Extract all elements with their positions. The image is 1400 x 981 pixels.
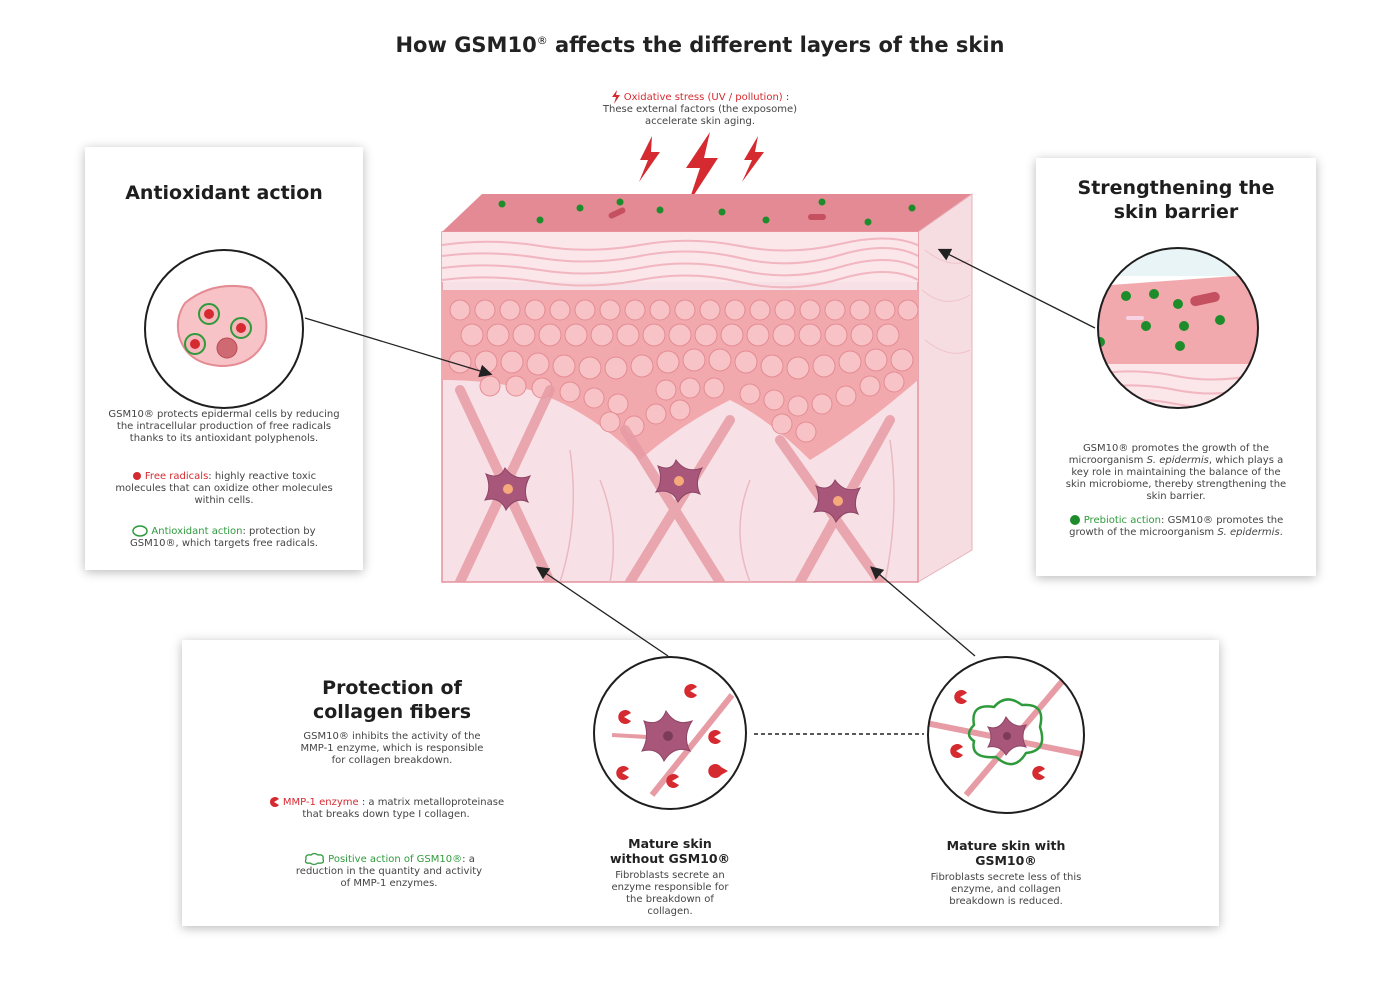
skin-barrier-card: Strengthening the skin barrier GSM10® pr…: [1036, 158, 1316, 576]
mmp-enzyme-icon: [684, 684, 697, 698]
without-gsm10-zoom-circle: [593, 656, 747, 810]
mmp-enzyme-icon: [1032, 766, 1045, 780]
prebiotic-legend: Prebiotic action: GSM10® promotes the gr…: [1069, 515, 1284, 538]
mmp-enzyme-icon: [616, 766, 629, 780]
skin-barrier-description: GSM10® promotes the growth of the microo…: [1065, 443, 1287, 502]
skin-surface: [442, 194, 972, 232]
arrow-with: [870, 566, 976, 657]
skin-barrier-heading: Strengthening the skin barrier: [1077, 177, 1275, 223]
skin-cross-section: [441, 193, 973, 583]
free-radical-icon: [204, 309, 214, 319]
positive-action-legend: Positive action of GSM10®: a reduction i…: [295, 852, 483, 889]
mmp-enzyme-icon: [666, 774, 679, 788]
antioxidant-heading: Antioxidant action: [125, 182, 323, 204]
oxidative-stress-note: Oxidative stress (UV / pollution) : Thes…: [602, 90, 798, 127]
antioxidant-zoom-circle: [144, 249, 304, 409]
skin-barrier-zoom-circle: [1097, 247, 1259, 409]
prebiotic-dot-icon: [1069, 515, 1080, 525]
mmp-enzyme-icon: [708, 730, 721, 744]
without-gsm10-title: Mature skin without GSM10®: [609, 836, 731, 866]
antioxidant-card: Antioxidant action GSM10® protects epide…: [85, 147, 363, 570]
arrow-without: [535, 566, 669, 657]
free-radicals-legend: Free radicals: highly reactive toxic mol…: [115, 471, 333, 506]
lightning-icon: [686, 132, 718, 204]
comparison-connector: [754, 733, 924, 735]
with-gsm10-zoom-circle: [927, 656, 1085, 814]
mmp-enzyme-icon: [954, 690, 967, 704]
collagen-heading: Protection of collagen fibers: [312, 677, 472, 723]
lightning-icon: [742, 136, 764, 182]
gsm10-shield-icon: [305, 852, 325, 866]
cell-nucleus: [216, 337, 238, 359]
page-title: How GSM10® affects the different layers …: [395, 33, 1005, 57]
collagen-description: GSM10® inhibits the activity of the MMP-…: [300, 731, 484, 766]
antioxidant-legend: Antioxidant action: protection by GSM10®…: [130, 525, 318, 549]
arrow-antioxidant: [304, 317, 493, 378]
free-radical-icon: [190, 339, 200, 349]
without-gsm10-description: Fibroblasts secrete an enzyme responsibl…: [611, 870, 729, 917]
antioxidant-ring-icon: [132, 525, 149, 537]
lightning-icon: [611, 90, 620, 104]
with-gsm10-title: Mature skin with GSM10®: [946, 838, 1066, 868]
collagen-card: Protection of collagen fibers GSM10® inh…: [182, 640, 1219, 926]
lightning-icon: [639, 136, 660, 182]
mmp-enzyme-icon: [618, 710, 631, 724]
free-radical-icon: [236, 323, 246, 333]
free-radical-icon: [132, 472, 141, 480]
mmp-enzyme-icon: [269, 797, 279, 807]
mmp-enzyme-icon: [950, 744, 963, 758]
mmp-legend: MMP-1 enzyme : a matrix metalloproteinas…: [266, 796, 506, 821]
mmp-enzyme-icon: [708, 764, 728, 778]
lightning-bolts: [639, 132, 764, 204]
with-gsm10-description: Fibroblasts secrete less of this enzyme,…: [930, 872, 1082, 907]
arrow-skin-barrier: [937, 248, 1096, 329]
gsm10-shield: [967, 698, 1044, 766]
antioxidant-description: GSM10® protects epidermal cells by reduc…: [108, 409, 340, 444]
